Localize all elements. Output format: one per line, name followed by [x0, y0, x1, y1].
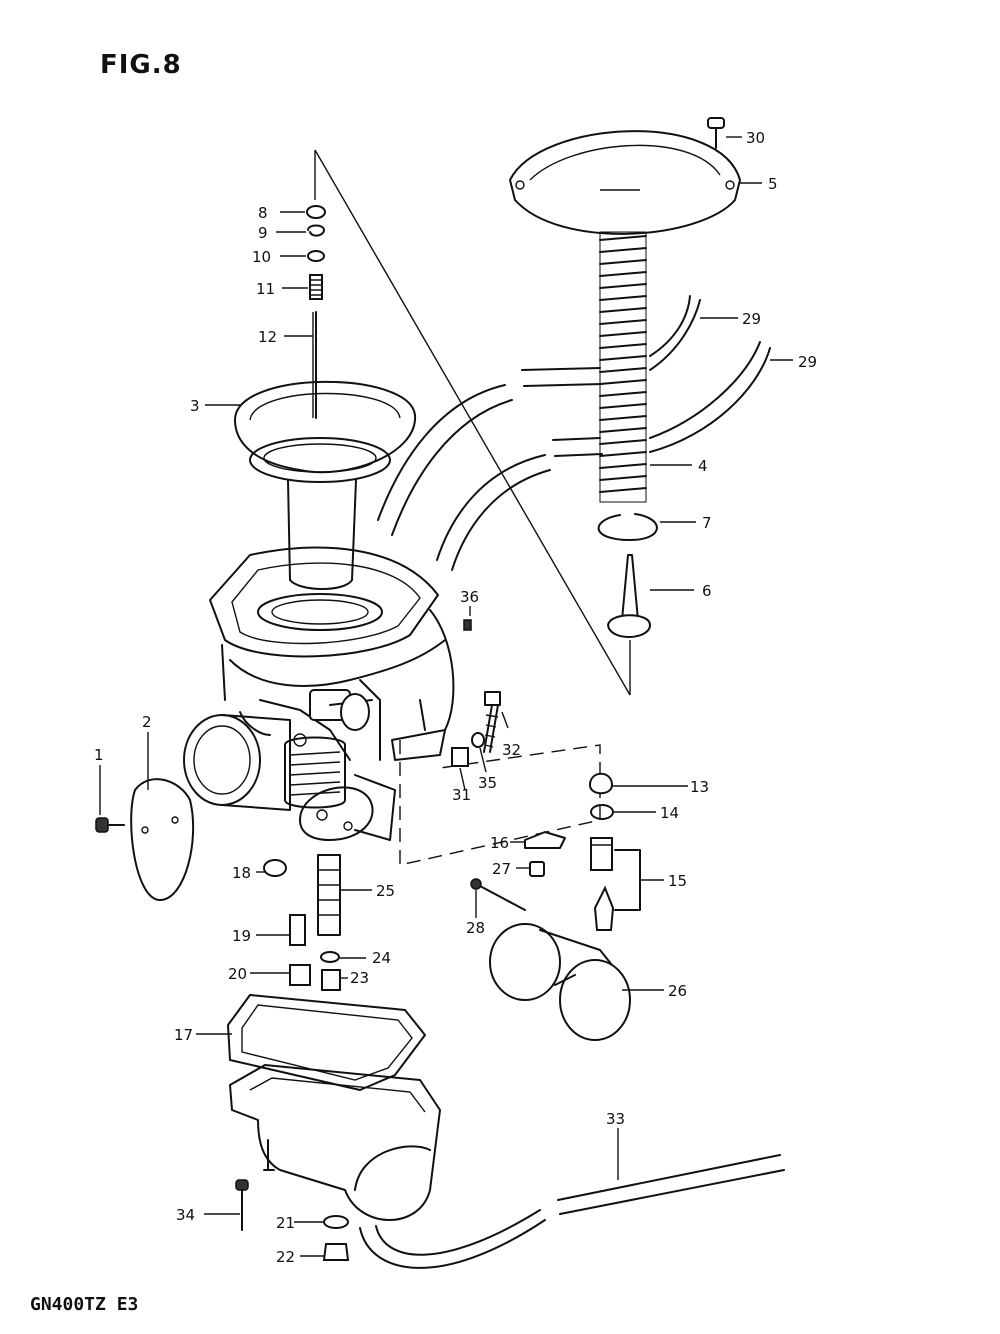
callout-24: 24 [372, 949, 391, 967]
callout-8: 8 [258, 204, 268, 222]
clip-ring [597, 513, 658, 541]
callout-1: 1 [94, 746, 104, 764]
callout-32: 32 [502, 741, 521, 759]
callout-3: 3 [190, 397, 200, 415]
plug-36 [463, 619, 472, 631]
vent-hoses [377, 295, 771, 571]
callout-11: 11 [256, 280, 275, 298]
callout-18: 18 [232, 864, 251, 882]
main-jet-parts [263, 854, 341, 991]
callout-labels: 1 2 3 4 5 6 7 8 9 10 11 12 13 14 15 16 1… [94, 129, 817, 1266]
callout-23: 23 [350, 969, 369, 987]
callout-12: 12 [258, 328, 277, 346]
callout-21: 21 [276, 1214, 295, 1232]
callout-10: 10 [252, 248, 271, 266]
callout-29b: 29 [798, 353, 817, 371]
callout-28: 28 [466, 919, 485, 937]
throttle-spring [284, 736, 346, 809]
callout-6: 6 [702, 582, 712, 600]
drain-hose [359, 1154, 785, 1269]
callout-13: 13 [690, 778, 709, 796]
float-arm-parts [470, 831, 566, 911]
callout-15: 15 [668, 872, 687, 890]
drain-parts [235, 1179, 350, 1261]
adjust-screw [483, 691, 501, 753]
callout-31: 31 [452, 786, 471, 804]
model-code: GN400TZ E3 [30, 1294, 139, 1315]
callout-36: 36 [460, 588, 479, 606]
callout-16: 16 [490, 834, 509, 852]
callout-22: 22 [276, 1248, 295, 1266]
cap-screw [707, 117, 725, 149]
callout-34: 34 [176, 1206, 195, 1224]
figure-title: FIG.8 [100, 50, 182, 80]
diaphragm [234, 380, 417, 590]
callout-4: 4 [698, 457, 708, 475]
callout-5: 5 [768, 175, 778, 193]
callout-35: 35 [478, 774, 497, 792]
float-bowl [227, 994, 441, 1221]
float-valve-parts [588, 772, 641, 931]
callout-30: 30 [746, 129, 765, 147]
leader-lines [99, 136, 793, 1257]
callout-20: 20 [228, 965, 247, 983]
float [489, 923, 631, 1041]
needle-parts [306, 205, 326, 419]
side-cover [95, 778, 195, 901]
callout-14: 14 [660, 804, 679, 822]
jet-needle [606, 554, 652, 638]
top-cap [509, 130, 741, 235]
callout-17: 17 [174, 1026, 193, 1044]
callout-29a: 29 [742, 310, 761, 328]
spring [599, 231, 647, 503]
callout-27: 27 [492, 860, 511, 878]
callout-26: 26 [668, 982, 687, 1000]
spring-31 [451, 747, 469, 767]
explode-guide-lines [314, 149, 631, 866]
callout-33: 33 [606, 1110, 625, 1128]
callout-7: 7 [702, 514, 712, 532]
callout-19: 19 [232, 927, 251, 945]
carburetor-body [183, 546, 455, 841]
callout-9: 9 [258, 224, 268, 242]
o-ring-35 [471, 732, 485, 748]
callout-25: 25 [376, 882, 395, 900]
callout-2: 2 [142, 713, 152, 731]
